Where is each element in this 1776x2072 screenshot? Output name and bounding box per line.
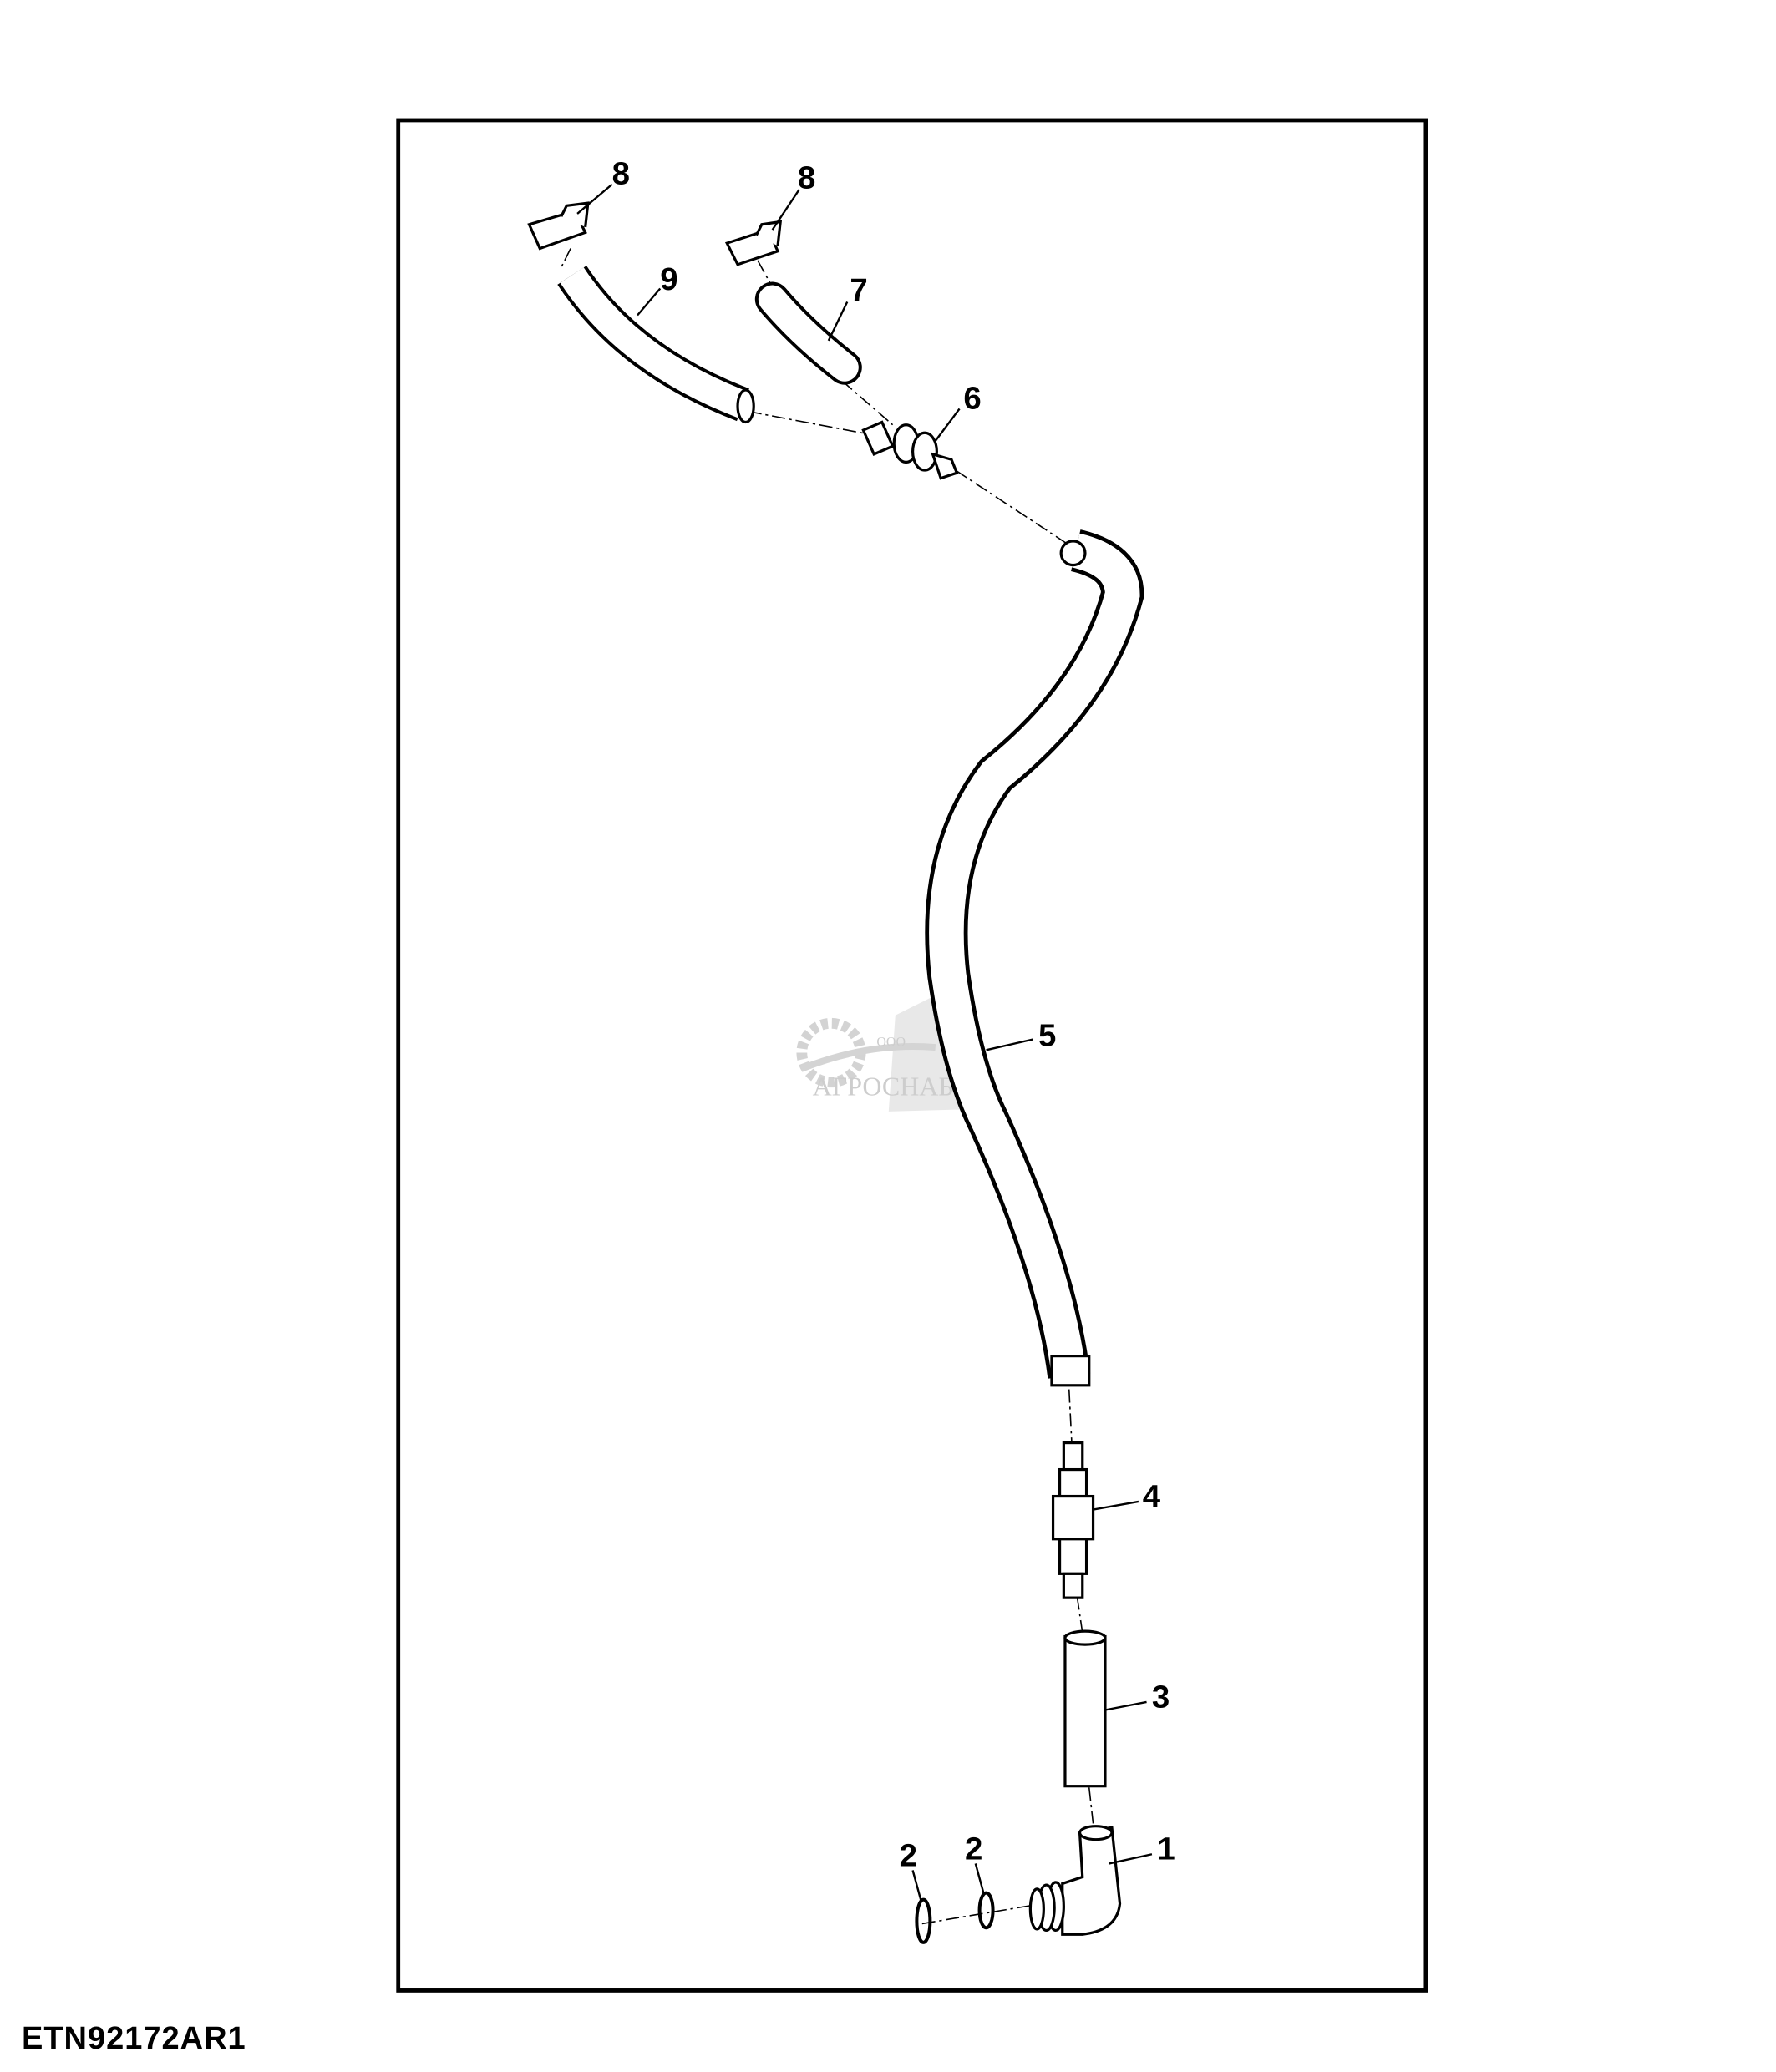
watermark-prefix: ООО <box>876 1035 906 1049</box>
part-4-connector <box>1051 1441 1095 1599</box>
callout-4: 4 <box>1143 1478 1161 1514</box>
diagram-frame <box>396 118 1428 1993</box>
leader-lines <box>576 183 1153 1900</box>
callout-2-left: 2 <box>900 1838 917 1874</box>
callout-9: 9 <box>660 261 677 297</box>
part-3-tube <box>1063 1629 1107 1788</box>
callout-8-right: 8 <box>798 160 815 196</box>
watermark-name: АГРОСНАБ <box>813 1071 954 1102</box>
callout-8-left: 8 <box>612 156 630 192</box>
callout-2-right: 2 <box>965 1831 982 1867</box>
assembly-centerlines <box>561 248 1094 1925</box>
figure-id-label: ETN92172AR1 <box>22 2021 246 2056</box>
callout-3: 3 <box>1152 1679 1170 1715</box>
callout-5: 5 <box>1038 1017 1056 1053</box>
part-8-clamp-left <box>527 201 590 251</box>
callout-6: 6 <box>963 380 981 416</box>
part-5-hose <box>925 529 1144 1387</box>
part-7-hose <box>754 281 862 385</box>
part-1-elbow-fitting <box>1028 1825 1122 1936</box>
part-9-hose <box>557 265 755 424</box>
part-6-tee-fitting <box>861 420 959 480</box>
part-2-oring-right <box>977 1891 995 1930</box>
callout-7: 7 <box>850 272 867 308</box>
part-2-oring-left <box>915 1897 932 1944</box>
callout-1: 1 <box>1157 1831 1175 1867</box>
